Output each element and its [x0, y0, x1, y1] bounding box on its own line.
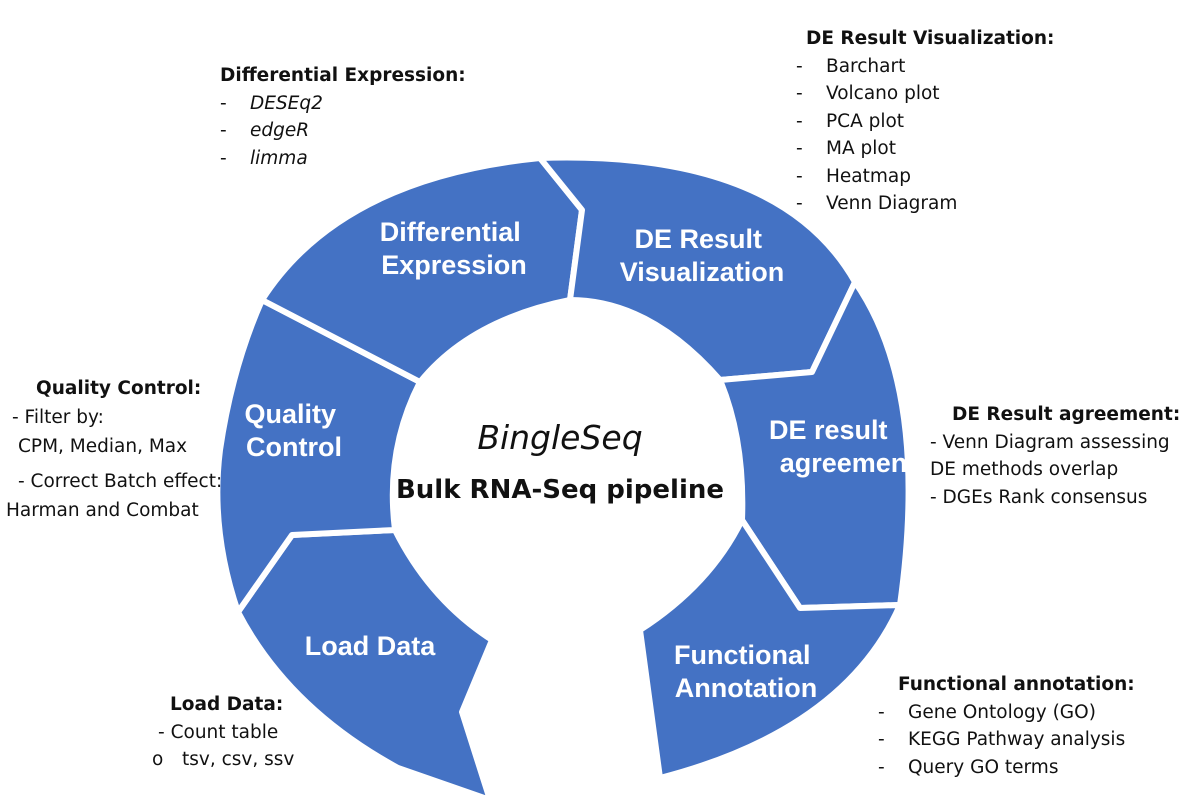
annotation-line: - Venn Diagram assessing [930, 431, 1170, 453]
load-data-line-1: Load Data [305, 631, 437, 661]
annotation-de-result-visualization: DE Result Visualization: -Barchart -Volc… [796, 25, 1054, 218]
annotation-line: - Correct Batch effect: [18, 471, 223, 492]
differential-expression-line-1: Differential [380, 217, 521, 247]
annotation-item: -Barchart [796, 55, 906, 77]
segment-label-load-data: Load Data [305, 631, 437, 661]
annotation-heading: Differential Expression: [220, 65, 466, 86]
segment-label-de-result-visualization: DE Result Visualization [620, 224, 785, 287]
annotation-line: DE methods overlap [930, 459, 1119, 480]
annotation-heading: DE Result Visualization: [806, 28, 1055, 49]
annotation-item: -Query GO terms [878, 756, 1059, 778]
de-result-agreement-line-1: DE result [769, 415, 888, 445]
annotation-differential-expression: Differential Expression: -DESEq2 -edgeR … [220, 62, 466, 172]
segment-label-quality-control: Quality Control [244, 399, 343, 462]
de-result-agreement-line-2: agreement [780, 448, 917, 478]
center-subtitle: Bulk RNA-Seq pipeline [395, 475, 725, 505]
annotation-item: -MA plot [796, 138, 896, 159]
annotation-heading: Functional annotation: [898, 674, 1135, 695]
segment-label-de-result-agreement: DE result agreement [769, 415, 916, 478]
annotation-item: -PCA plot [796, 110, 905, 132]
annotation-item: -edgeR [220, 120, 310, 141]
annotation-heading: DE Result agreement: [952, 404, 1181, 425]
de-result-visualization-line-2: Visualization [620, 257, 785, 287]
annotation-functional-annotation: Functional annotation: -Gene Ontology (G… [878, 671, 1135, 781]
annotation-heading: Quality Control: [36, 378, 202, 399]
annotation-line: Harman and Combat [6, 500, 199, 521]
segment-de-result-agreement [717, 279, 912, 611]
annotation-item: -Venn Diagram [796, 193, 958, 214]
segment-functional-annotation [637, 517, 903, 781]
segment-label-functional-annotation: Functional Annotation [674, 640, 818, 703]
annotation-item: -limma [220, 147, 308, 169]
annotation-item: -Volcano plot [796, 83, 940, 104]
annotation-item: -DESEq2 [220, 92, 323, 114]
annotation-item: - Count table [158, 721, 279, 743]
quality-control-line-1: Quality [244, 399, 336, 429]
segment-label-differential-expression: Differential Expression [380, 217, 529, 280]
annotation-item: -Gene Ontology (GO) [878, 701, 1096, 723]
annotation-line: CPM, Median, Max [18, 436, 188, 457]
differential-expression-line-2: Expression [381, 250, 527, 280]
annotation-item: -Heatmap [796, 165, 911, 187]
annotation-line: - DGEs Rank consensus [930, 486, 1148, 508]
functional-annotation-line-2: Annotation [675, 673, 817, 703]
de-result-visualization-line-1: DE Result [634, 224, 762, 254]
segment-quality-control [214, 297, 423, 615]
annotation-item: -KEGG Pathway analysis [878, 729, 1126, 750]
annotation-heading: Load Data: [170, 694, 284, 715]
annotation-quality-control: Quality Control: - Filter by: CPM, Media… [6, 374, 222, 525]
quality-control-line-2: Control [246, 432, 342, 462]
segment-differential-expression [259, 155, 585, 385]
segment-load-data [235, 527, 495, 803]
annotation-line: - Filter by: [12, 407, 104, 428]
center-title: BingleSeq [477, 418, 643, 457]
functional-annotation-line-1: Functional [674, 640, 811, 670]
annotation-de-result-agreement: DE Result agreement: - Venn Diagram asse… [930, 401, 1180, 511]
